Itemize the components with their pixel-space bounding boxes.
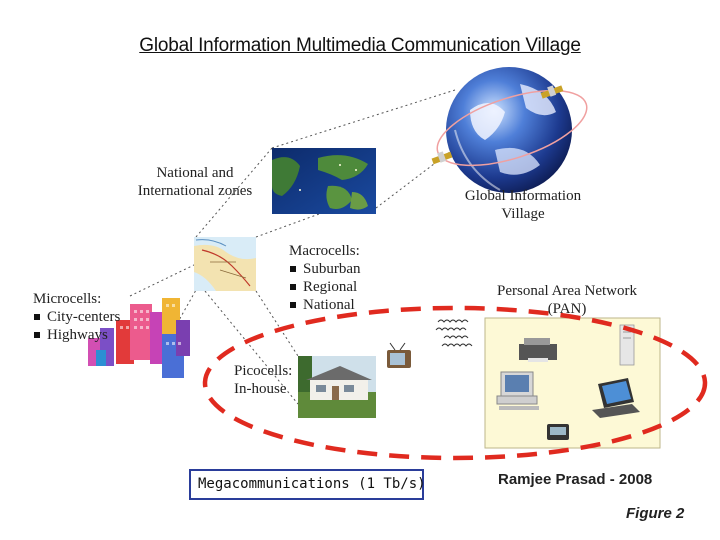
microcells-block: Microcells: City-centers Highways [33,290,120,344]
regional-map-image [194,237,256,291]
macrocells-heading: Macrocells: [289,243,360,259]
megacommunications-box: Megacommunications (1 Tb/s) [189,469,426,500]
global-village-label: Global Information Village [464,188,582,222]
macrocells-item: Suburban [289,260,361,278]
city-buildings-icon [88,298,190,378]
pan-label: Personal Area Network (PAN) [497,283,637,317]
connector-line [271,89,456,149]
house-image [298,356,376,418]
tower-pc-icon [619,324,635,366]
connector-line [129,263,197,297]
author-credit: Ramjee Prasad - 2008 [498,471,653,488]
connector-line [255,209,331,238]
earth-globe-icon [436,67,588,193]
laptop-icon [592,378,640,418]
dashed-coverage-ellipse [202,305,708,461]
satellite-icon [431,151,453,165]
microcells-item: Highways [33,326,120,344]
radio-waves-icon [435,319,473,347]
microcells-heading: Microcells: [33,291,102,307]
satellite-icon [540,85,564,99]
desktop-computer-icon [496,371,539,410]
figure-label: Figure 2 [626,505,685,522]
television-icon [387,342,411,368]
macrocells-block: Macrocells: Suburban Regional National [289,242,361,314]
world-map-image [272,148,376,214]
picocells-label: Picocells: In-house [234,363,293,397]
pda-icon [547,424,569,440]
national-zones-label: National and International zones [137,165,253,199]
macrocells-item: Regional [289,278,361,296]
page-title: Global Information Multimedia Communicat… [139,35,581,56]
connector-line [375,147,456,209]
macrocells-item: National [289,296,361,314]
connector-line [204,290,299,405]
printer-icon [519,338,557,362]
microcells-item: City-centers [33,308,120,326]
